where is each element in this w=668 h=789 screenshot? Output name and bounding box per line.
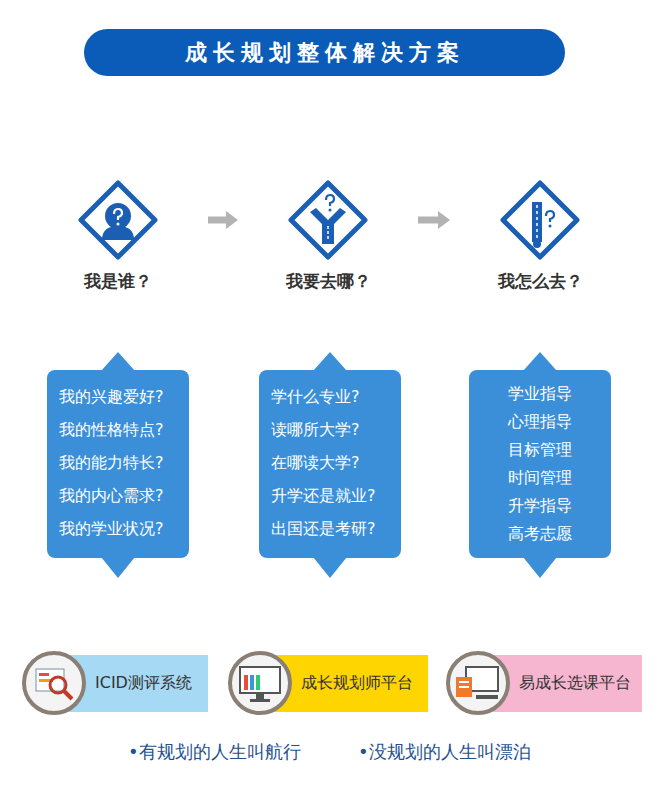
list-item: 在哪读大学? <box>271 446 389 479</box>
list-item: 我的能力特长? <box>59 446 177 479</box>
speech-box: 我的兴趣爱好?我的性格特点?我的能力特长?我的内心需求?我的学业状况? <box>47 370 189 558</box>
list-item: 目标管理 <box>481 436 599 464</box>
platform-badge: 成长规划师平台 <box>228 651 428 715</box>
slogan: •有规划的人生叫航行 <box>128 740 301 764</box>
question-icon <box>450 178 630 268</box>
speech-box: 学什么专业?读哪所大学?在哪读大学?升学还是就业?出国还是考研? <box>259 370 401 558</box>
list-item: 心理指导 <box>481 408 599 436</box>
platform-name: 成长规划师平台 <box>301 651 413 715</box>
list-item: 学什么专业? <box>271 380 389 413</box>
list-item: 读哪所大学? <box>271 413 389 446</box>
list-item: 升学还是就业? <box>271 479 389 512</box>
list-item: 升学指导 <box>481 492 599 520</box>
question-diamond: 我要去哪？ <box>238 178 418 303</box>
platform-name: 易成长选课平台 <box>519 651 631 715</box>
list-item: 我的内心需求? <box>59 479 177 512</box>
question-heading: 我要去哪？ <box>238 270 418 293</box>
platform-name: ICID测评系统 <box>95 651 192 715</box>
flow-arrow <box>208 217 226 224</box>
question-heading: 我是谁？ <box>28 270 208 293</box>
flow-arrow <box>418 217 438 224</box>
question-heading: 我怎么去？ <box>450 270 630 293</box>
question-icon <box>238 178 418 268</box>
list-item: 我的性格特点? <box>59 413 177 446</box>
list-item: 出国还是考研? <box>271 512 389 545</box>
list-item: 我的学业状况? <box>59 512 177 545</box>
title-banner: 成长规划整体解决方案 <box>84 29 565 76</box>
speech-box: 学业指导心理指导目标管理时间管理升学指导高考志愿 <box>469 370 611 558</box>
list-item: 学业指导 <box>481 380 599 408</box>
question-diamond: 我是谁？ <box>28 178 208 303</box>
list-item: 我的兴趣爱好? <box>59 380 177 413</box>
platform-badge: 易成长选课平台 <box>446 651 642 715</box>
list-item: 高考志愿 <box>481 520 599 548</box>
question-diamond: 我怎么去？ <box>450 178 630 303</box>
question-icon <box>28 178 208 268</box>
slogan: •没规划的人生叫漂泊 <box>358 740 531 764</box>
list-item: 时间管理 <box>481 464 599 492</box>
platform-badge: ICID测评系统 <box>22 651 208 715</box>
